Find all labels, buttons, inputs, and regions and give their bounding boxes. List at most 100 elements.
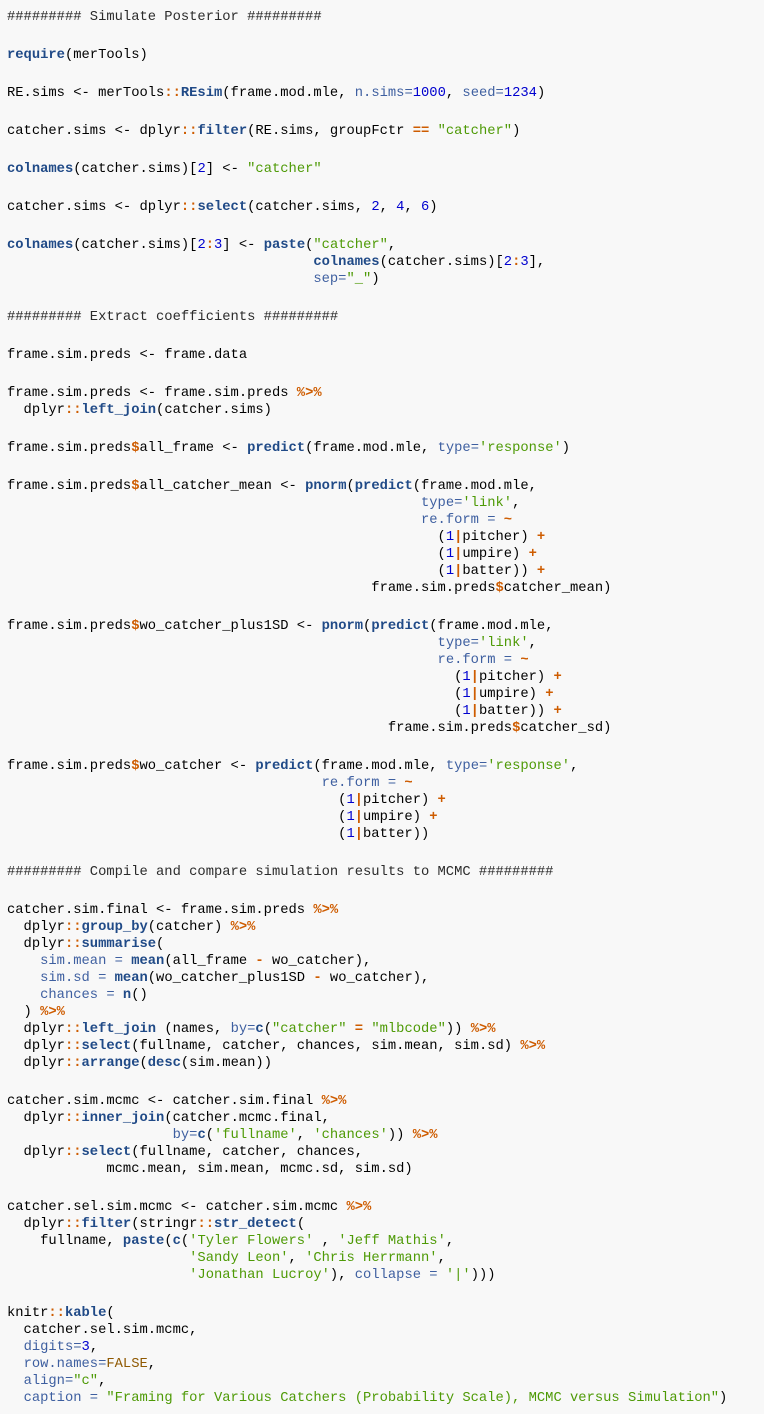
- code-text: wo_catcher_plus1SD <-: [139, 619, 322, 634]
- code-text: [7, 1268, 189, 1283]
- code-text: (catcher.sims): [156, 403, 272, 418]
- code-function: paste: [122, 1234, 165, 1249]
- code-text: (frame.mod.mle,: [313, 759, 446, 774]
- code-function: kable: [64, 1306, 107, 1321]
- code-text: (: [346, 479, 355, 494]
- code-number: 3: [81, 1340, 90, 1355]
- code-line: chances = n(): [7, 987, 764, 1004]
- code-text: [7, 1357, 24, 1372]
- code-line: colnames(catcher.sims)[2:3],: [7, 254, 764, 271]
- code-text: [7, 1391, 24, 1406]
- code-argument: by=: [172, 1128, 198, 1143]
- code-line: catcher.sims <- dplyr::filter(RE.sims, g…: [7, 123, 764, 140]
- code-function: paste: [263, 238, 306, 253]
- code-operator: +: [528, 547, 537, 562]
- code-line: frame.sim.preds$catcher_mean): [7, 580, 764, 597]
- code-argument: digits=: [23, 1340, 82, 1355]
- code-line: type='link',: [7, 635, 764, 652]
- code-text: [7, 1128, 173, 1143]
- code-text: (catcher.sims)[: [379, 255, 504, 270]
- code-operator: ::: [64, 1145, 82, 1160]
- code-text: ): [719, 1391, 728, 1406]
- blank-line: [7, 881, 764, 902]
- code-line: caption = "Framing for Various Catchers …: [7, 1390, 764, 1407]
- code-text: (wo_catcher_plus1SD: [147, 971, 314, 986]
- code-argument: re.form =: [420, 513, 496, 528]
- code-text: ,: [528, 636, 537, 651]
- code-text: all_frame <-: [139, 441, 248, 456]
- code-text: (: [7, 564, 446, 579]
- code-number: 1: [445, 564, 455, 579]
- blank-line: [7, 843, 764, 864]
- code-number: 1: [462, 670, 471, 685]
- code-text: batter)): [363, 827, 430, 842]
- code-line: by=c('fullname', 'chances')) %>%: [7, 1127, 764, 1144]
- code-line: re.form = ~: [7, 652, 764, 669]
- code-text: fullname,: [7, 1234, 123, 1249]
- blank-line: [7, 1178, 764, 1199]
- code-operator: ::: [48, 1306, 65, 1321]
- blank-line: [7, 1072, 764, 1093]
- code-text: (: [205, 1128, 214, 1143]
- code-line: ) %>%: [7, 1004, 764, 1021]
- code-operator: +: [545, 687, 554, 702]
- code-text: [106, 971, 114, 986]
- code-line: row.names=FALSE,: [7, 1356, 764, 1373]
- code-text: [496, 513, 504, 528]
- code-function: filter: [197, 124, 248, 139]
- code-text: [7, 636, 438, 651]
- code-line: sep="_"): [7, 271, 764, 288]
- code-text: (: [7, 810, 347, 825]
- code-number: 1: [346, 793, 355, 808]
- code-text: (sim.mean)): [180, 1056, 272, 1071]
- code-constant: FALSE: [106, 1357, 148, 1372]
- code-line: (1|batter)): [7, 826, 764, 843]
- code-number: 2: [503, 255, 513, 270]
- code-text: dplyr: [7, 1056, 65, 1071]
- code-text: (frame.mod.mle,: [222, 86, 355, 101]
- code-text: (: [7, 687, 463, 702]
- code-number: 2: [197, 162, 206, 177]
- code-line: frame.sim.preds$all_frame <- predict(fra…: [7, 440, 764, 457]
- code-operator: |: [454, 547, 463, 562]
- code-operator: ~: [503, 513, 513, 528]
- code-operator: :: [205, 238, 215, 253]
- code-operator: |: [354, 810, 364, 825]
- code-line: frame.sim.preds$all_catcher_mean <- pnor…: [7, 478, 764, 495]
- code-operator: ::: [180, 200, 198, 215]
- code-text: RE.sims <- merTools: [7, 86, 165, 101]
- code-line: dplyr::inner_join(catcher.mcmc.final,: [7, 1110, 764, 1127]
- code-text: dplyr: [7, 403, 65, 418]
- code-operator: +: [553, 704, 562, 719]
- code-function: group_by: [81, 920, 148, 935]
- code-text: (: [139, 1056, 148, 1071]
- code-function: inner_join: [81, 1111, 165, 1126]
- code-text: (all_frame: [164, 954, 256, 969]
- code-text: [123, 954, 131, 969]
- code-operator: ::: [164, 86, 181, 101]
- code-operator: %>%: [313, 903, 339, 918]
- code-operator: $: [495, 581, 504, 596]
- code-text: (: [363, 619, 372, 634]
- code-text: (: [7, 793, 347, 808]
- code-text: (: [263, 1022, 272, 1037]
- code-text: frame.sim.preds: [7, 619, 132, 634]
- code-text: frame.sim.preds: [7, 441, 132, 456]
- code-text: dplyr: [7, 920, 65, 935]
- code-operator: %>%: [520, 1039, 546, 1054]
- code-number: 1: [445, 530, 455, 545]
- code-text: (: [180, 1234, 190, 1249]
- code-text: [7, 954, 40, 969]
- code-text: ,: [98, 1374, 107, 1389]
- code-text: [7, 971, 40, 986]
- code-text: [346, 1022, 354, 1037]
- code-operator: ==: [412, 124, 430, 139]
- code-operator: +: [536, 530, 546, 545]
- code-text: ),: [329, 1268, 355, 1283]
- code-line: require(merTools): [7, 47, 764, 64]
- code-text: [7, 496, 421, 511]
- code-line: re.form = ~: [7, 512, 764, 529]
- blank-line: [7, 457, 764, 478]
- code-operator: -: [255, 954, 264, 969]
- code-operator: -: [313, 971, 322, 986]
